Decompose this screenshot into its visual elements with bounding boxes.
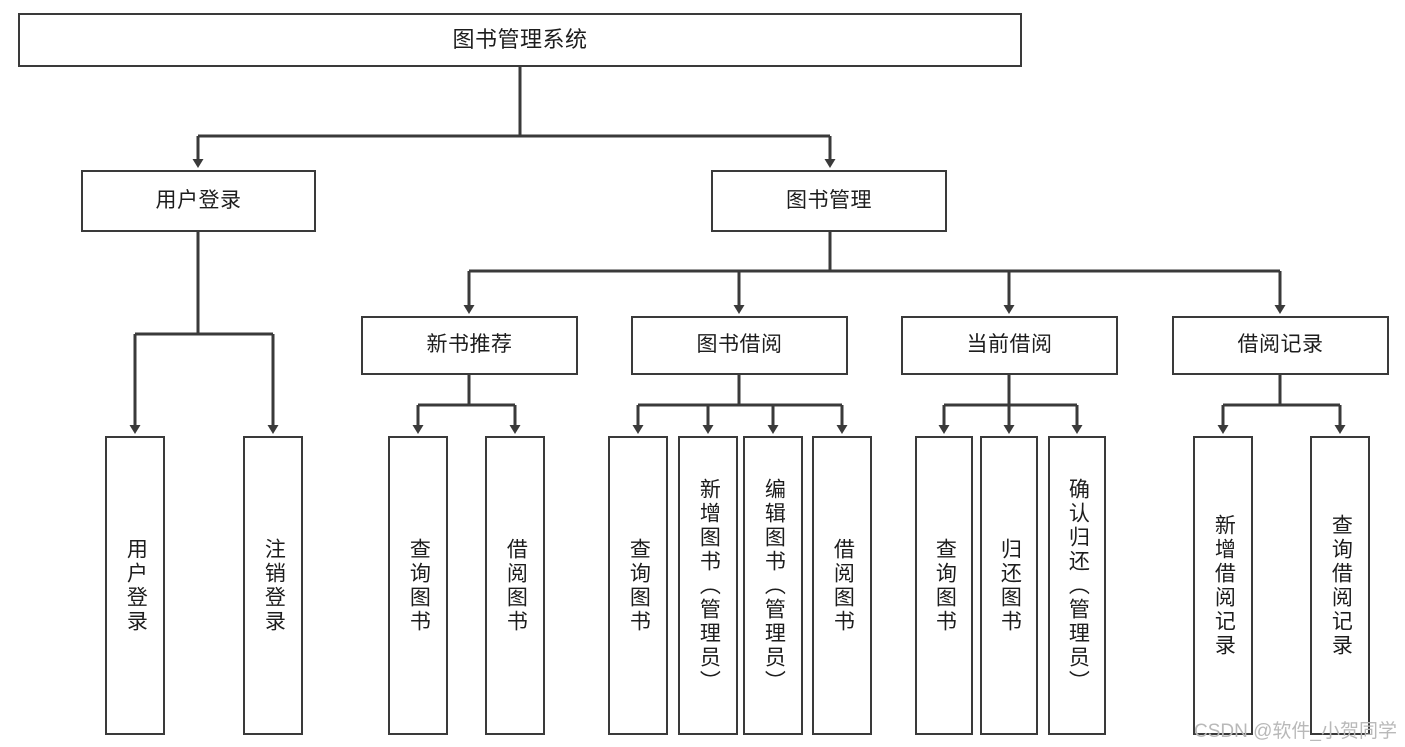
- node-leaf-borrow-book-1[interactable]: 借阅图书: [485, 436, 545, 735]
- node-label: 借阅记录: [1237, 333, 1324, 357]
- node-label: 图书管理: [786, 188, 872, 212]
- node-label: 注销登录: [262, 537, 286, 634]
- node-current-borrow[interactable]: 当前借阅: [901, 316, 1118, 375]
- node-label: 用户登录: [124, 537, 148, 634]
- node-leaf-query-book-2[interactable]: 查询图书: [608, 436, 668, 735]
- node-leaf-return-book[interactable]: 归还图书: [980, 436, 1038, 735]
- node-label: 查询图书: [933, 537, 957, 634]
- node-label: 借阅图书: [831, 537, 855, 634]
- node-leaf-confirm-return[interactable]: 确认归还（管理员）: [1048, 436, 1106, 735]
- node-leaf-query-book-1[interactable]: 查询图书: [388, 436, 448, 735]
- node-label: 借阅图书: [504, 537, 528, 634]
- node-leaf-borrow-book-2[interactable]: 借阅图书: [812, 436, 872, 735]
- node-label: 确认归还（管理员）: [1066, 477, 1090, 694]
- node-label: 图书借阅: [696, 333, 783, 357]
- node-leaf-user-login[interactable]: 用户登录: [105, 436, 165, 735]
- node-leaf-add-book[interactable]: 新增图书（管理员）: [678, 436, 738, 735]
- node-label: 编辑图书（管理员）: [762, 477, 786, 694]
- node-label: 当前借阅: [966, 333, 1053, 357]
- node-label: 查询图书: [407, 537, 431, 634]
- node-leaf-add-record[interactable]: 新增借阅记录: [1193, 436, 1253, 735]
- node-user-login[interactable]: 用户登录: [81, 170, 316, 232]
- node-borrow-record[interactable]: 借阅记录: [1172, 316, 1389, 375]
- node-leaf-user-logout[interactable]: 注销登录: [243, 436, 303, 735]
- node-leaf-query-book-3[interactable]: 查询图书: [915, 436, 973, 735]
- node-leaf-edit-book[interactable]: 编辑图书（管理员）: [743, 436, 803, 735]
- node-label: 新增借阅记录: [1212, 513, 1236, 658]
- node-book-borrow[interactable]: 图书借阅: [631, 316, 848, 375]
- node-label: 归还图书: [998, 537, 1022, 634]
- node-label: 新书推荐: [426, 333, 513, 357]
- node-new-book-recommend[interactable]: 新书推荐: [361, 316, 578, 375]
- node-label: 用户登录: [155, 188, 242, 212]
- node-label: 新增图书（管理员）: [697, 477, 721, 694]
- node-label: 查询图书: [627, 537, 651, 634]
- node-root-book-management-system[interactable]: 图书管理系统: [18, 13, 1022, 67]
- node-book-manage[interactable]: 图书管理: [711, 170, 947, 232]
- node-leaf-query-record[interactable]: 查询借阅记录: [1310, 436, 1370, 735]
- node-label: 图书管理系统: [452, 27, 588, 53]
- node-label: 查询借阅记录: [1329, 513, 1353, 658]
